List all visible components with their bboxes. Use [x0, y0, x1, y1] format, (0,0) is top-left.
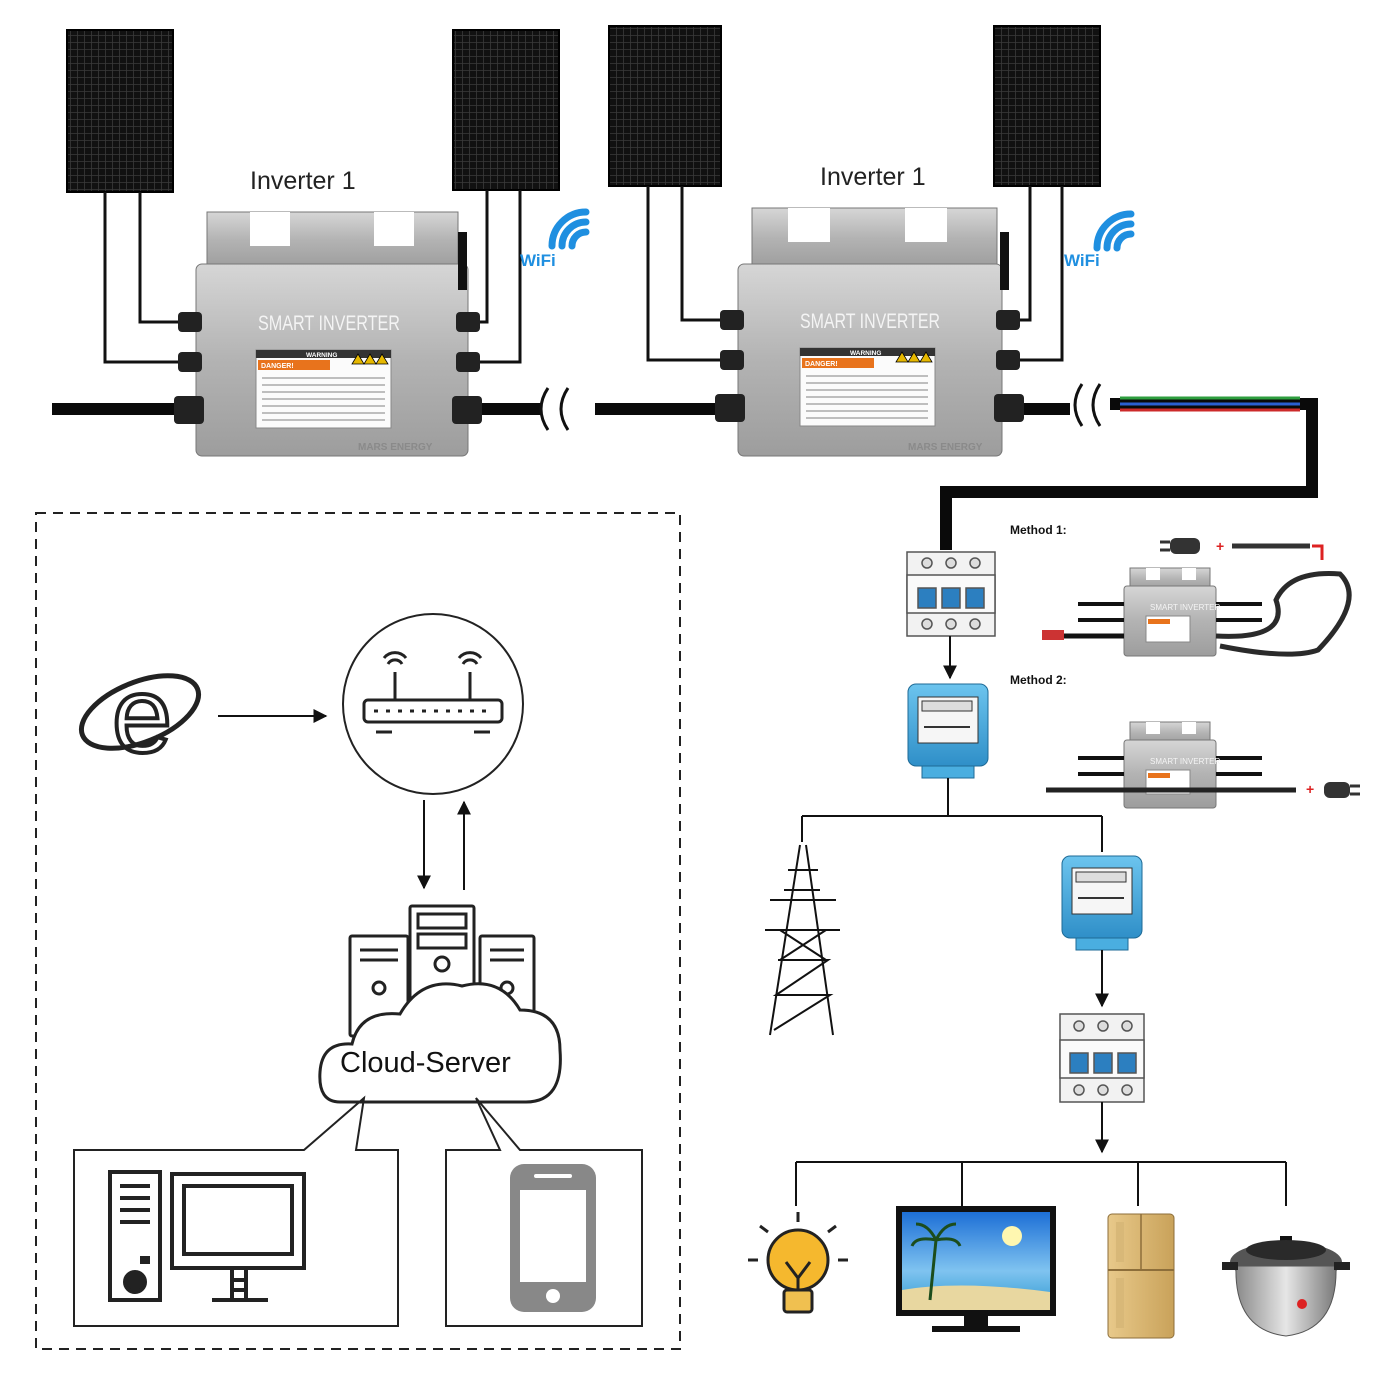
wifi-label-2: WiFi — [1064, 251, 1100, 270]
inverter-2-warning: WARNING — [850, 350, 881, 357]
tv-icon — [896, 1206, 1056, 1332]
desktop-icon — [108, 1170, 306, 1302]
phone-icon — [510, 1164, 596, 1312]
solar-panel-icon — [452, 29, 560, 191]
wifi-icon — [1093, 210, 1135, 252]
cloud-shape — [318, 982, 562, 1104]
svg-text:+: + — [1306, 781, 1314, 797]
method-1-brand: SMART INVERTER — [1150, 603, 1220, 612]
wifi-label-1: WiFi — [520, 251, 556, 270]
inverter-2-maker: MARS ENERGY — [908, 442, 983, 453]
inverter-1-label: Inverter 1 — [250, 167, 356, 195]
breaker-icon — [1059, 1013, 1145, 1103]
svg-text:+: + — [1216, 538, 1224, 554]
meter-icon — [1061, 855, 1143, 951]
solar-panel-icon — [608, 25, 722, 187]
meter-icon — [907, 683, 989, 779]
method-1-inverter — [1042, 567, 1352, 657]
svg-text:e: e — [112, 654, 172, 775]
inverter-2-danger: DANGER! — [805, 361, 838, 368]
wifi-icon — [548, 208, 590, 250]
browser-icon: e — [78, 652, 202, 777]
inverter-2 — [715, 207, 1024, 457]
cooker-icon — [1222, 1236, 1350, 1337]
plug-icon: + — [1160, 538, 1324, 560]
tower-icon — [765, 844, 840, 1036]
method-2-inverter: + — [1046, 721, 1360, 809]
network-frame — [35, 512, 681, 1350]
solar-panel-icon — [993, 25, 1101, 187]
inverter-1-warning: WARNING — [306, 352, 337, 359]
solar-panel-icon — [66, 29, 174, 193]
inverter-1-maker: MARS ENERGY — [358, 442, 433, 453]
method-2-label: Method 2: — [1010, 673, 1067, 687]
inverter-2-brand: SMART INVERTER — [800, 310, 940, 333]
breaker-icon — [906, 551, 996, 637]
method-2-brand: SMART INVERTER — [1150, 757, 1220, 766]
cloud-server-label: Cloud-Server — [340, 1047, 511, 1079]
method-1-label: Method 1: — [1010, 523, 1067, 537]
fridge-icon — [1107, 1213, 1175, 1339]
inverter-2-label: Inverter 1 — [820, 163, 926, 191]
inverter-1 — [174, 211, 482, 457]
inverter-1-danger: DANGER! — [261, 363, 294, 370]
inverter-1-brand: SMART INVERTER — [258, 312, 400, 335]
router-icon — [342, 613, 524, 795]
bulb-icon — [748, 1212, 848, 1314]
